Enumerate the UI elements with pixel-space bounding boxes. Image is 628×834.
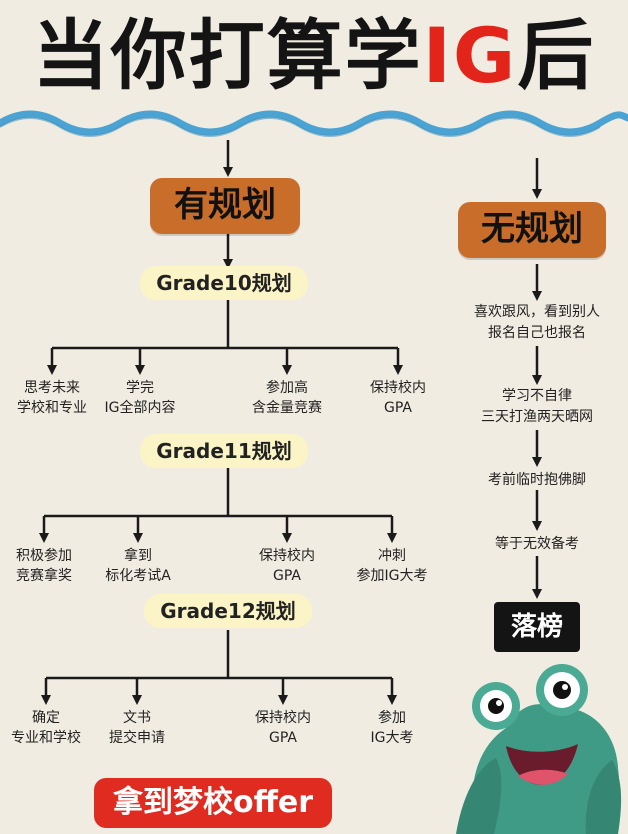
wave-divider [0,110,628,137]
right-step-no-discipline: 学习不自律三天打渔两天晒网 [481,388,593,425]
right-step-follow-trend: 喜欢跟风，看到别人报名自己也报名 [474,304,600,341]
grade11-pill: Grade11规划 [140,434,308,468]
g11-item-test: 拿到标化考试A [105,548,171,584]
g12-item-apply: 文书提交申请 [109,710,165,746]
right-step-ineffective: 等于无效备考 [495,536,579,552]
fail-outcome-box: 落榜 [494,602,580,652]
right-step-cram: 考前临时抱佛脚 [488,472,586,488]
offer-outcome-box: 拿到梦校offer [94,778,332,828]
g12-item-major: 确定专业和学校 [11,710,81,746]
shocked-frog-illustration [456,664,622,834]
page-title: 当你打算学IG后 [0,8,628,104]
title-prefix: 当你打算学 [32,11,423,100]
unplanned-box: 无规划 [458,202,606,258]
title-suffix: 后 [517,11,596,100]
title-accent: IG [422,11,518,100]
g11-item-awards: 积极参加竞赛拿奖 [16,548,72,584]
g11-item-ig-exam: 冲刺参加IG大考 [356,548,428,584]
g10-item-competition: 参加高含金量竞赛 [252,380,322,416]
grade12-pill: Grade12规划 [144,594,312,628]
grade10-pill: Grade10规划 [140,266,308,300]
planned-box: 有规划 [150,178,300,234]
g10-item-future: 思考未来学校和专业 [17,380,87,416]
